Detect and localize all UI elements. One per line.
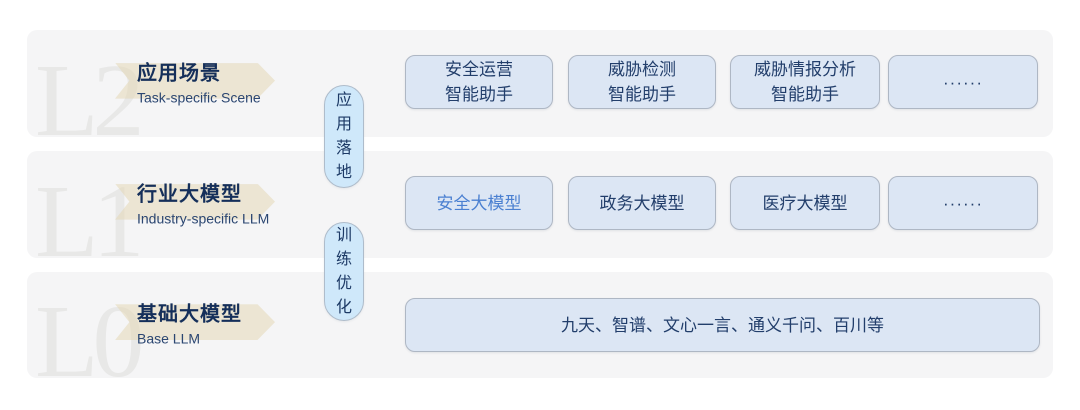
scene-chip: 安全运营 智能助手 (405, 55, 553, 109)
layer-l1-titleblock: 行业大模型 Industry-specific LLM (137, 182, 269, 227)
connector-label: 训练优化 (335, 226, 352, 316)
layer-subtitle: Base LLM (137, 330, 201, 347)
layer-subtitle: Industry-specific LLM (137, 210, 270, 226)
base-llm-chip: 九天、智谱、文心一言、通义千问、百川等 (405, 298, 1040, 352)
layer-title: 行业大模型 (137, 183, 242, 205)
ellipsis-chip: ······ (888, 176, 1038, 230)
model-chip-security: 安全大模型 (405, 176, 553, 230)
layer-title: 应用场景 (137, 62, 221, 84)
layer-subtitle: Task-specific Scene (137, 89, 261, 105)
layer-l0-titleblock: 基础大模型 Base LLM (137, 303, 242, 348)
model-chip: 医疗大模型 (730, 176, 880, 230)
ribbon-arrow-icon (115, 62, 275, 99)
connector-pill-app-deploy: 应用落地 (324, 85, 364, 188)
ribbon-arrow-icon (115, 304, 275, 341)
connector-pill-train-optimize: 训练优化 (324, 222, 364, 321)
layer-panel-l1: L1 行业大模型 Industry-specific LLM 安全大模型 政务大… (27, 151, 1053, 258)
model-chip: 政务大模型 (568, 176, 716, 230)
layer-l2-titleblock: 应用场景 Task-specific Scene (137, 61, 261, 106)
layer-panel-l0: L0 基础大模型 Base LLM 九天、智谱、文心一言、通义千问、百川等 (27, 272, 1053, 378)
layer-title: 基础大模型 (137, 303, 242, 326)
layer-panel-l2: L2 应用场景 Task-specific Scene 安全运营 智能助手 威胁… (27, 30, 1053, 137)
scene-chip: 威胁情报分析 智能助手 (730, 55, 880, 109)
ribbon-arrow-icon (115, 183, 275, 220)
ellipsis-chip: ······ (888, 55, 1038, 109)
connector-label: 应用落地 (335, 91, 352, 181)
scene-chip: 威胁检测 智能助手 (568, 55, 716, 109)
